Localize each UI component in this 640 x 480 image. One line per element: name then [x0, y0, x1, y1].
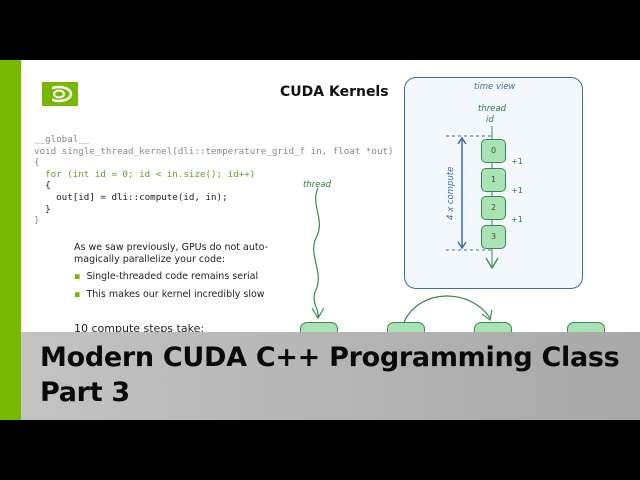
- diagram-lines: [311, 126, 499, 323]
- compute-label: 4 x compute: [446, 166, 456, 220]
- intro-paragraph: As we saw previously, GPUs do not auto-m…: [74, 242, 269, 265]
- code-line: __global__: [34, 134, 90, 145]
- code-block: __global__ void single_thread_kernel(dli…: [34, 134, 394, 227]
- thread-label: thread: [303, 180, 332, 190]
- increment-label: +1: [511, 157, 523, 166]
- nvidia-logo-icon: [42, 82, 78, 106]
- thread-node-3: 3: [481, 225, 506, 249]
- slide-title: CUDA Kernels: [280, 84, 389, 100]
- video-title: Modern CUDA C++ Programming Class Part 3: [40, 340, 620, 410]
- thread-node-0: 0: [481, 139, 506, 163]
- title-banner: Modern CUDA C++ Programming Class Part 3: [0, 332, 640, 420]
- code-line: void single_thread_kernel(dli::temperatu…: [34, 145, 394, 157]
- brand-stripe: [0, 60, 21, 420]
- increment-label: +1: [511, 215, 523, 224]
- code-line: {: [34, 180, 51, 192]
- video-title-line-1: Modern CUDA C++ Programming Class: [40, 342, 620, 373]
- steps-text: 10 compute steps take:: [74, 322, 205, 335]
- video-title-line-2: Part 3: [40, 377, 130, 408]
- code-line: }: [34, 203, 51, 215]
- code-line: for (int id = 0; id < in.size(); id++): [34, 168, 256, 180]
- video-frame: CUDA Kernels __global__ void single_thre…: [0, 60, 640, 420]
- thread-id-label: thread: [478, 104, 507, 114]
- thread-id-label-2: id: [486, 115, 494, 125]
- time-view-label: time view: [474, 82, 516, 92]
- bullet-item: ▪Single-threaded code remains serial: [74, 271, 259, 282]
- increment-label: +1: [511, 186, 523, 195]
- code-line: out[id] = dli::compute(id, in);: [34, 191, 228, 203]
- code-line: {: [34, 157, 40, 169]
- code-line: }: [34, 215, 40, 227]
- thread-node-1: 1: [481, 168, 506, 192]
- bullet-item: ▪This makes our kernel incredibly slow: [74, 289, 265, 300]
- thread-node-2: 2: [481, 196, 506, 220]
